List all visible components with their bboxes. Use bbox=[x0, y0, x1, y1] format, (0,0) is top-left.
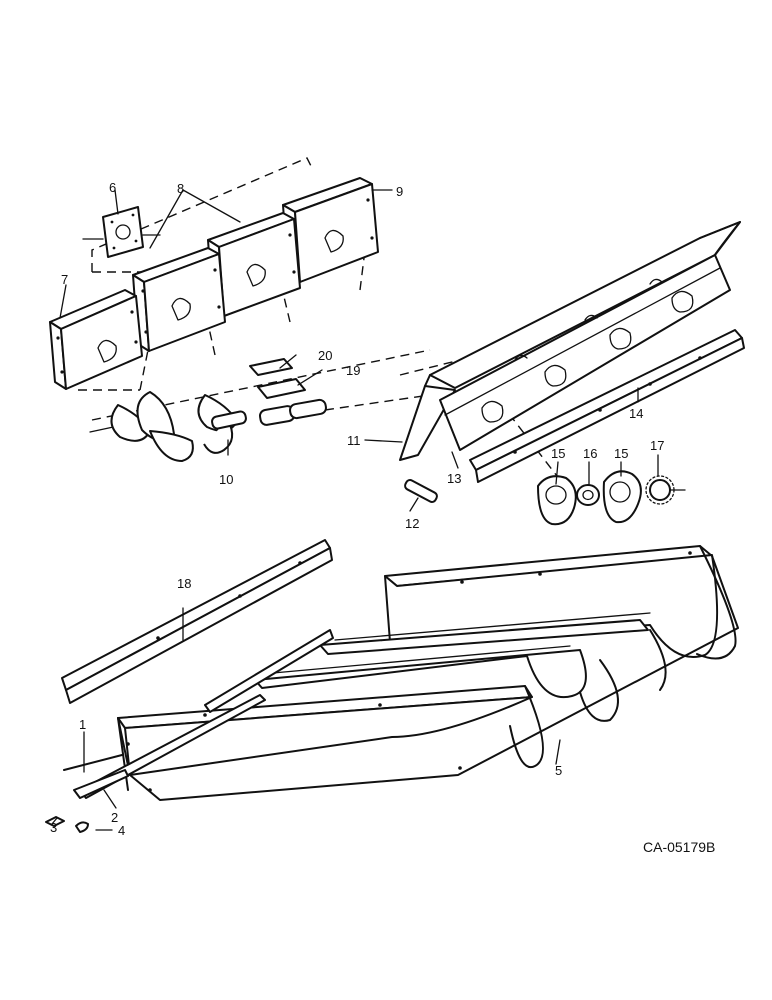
sprocket-17 bbox=[645, 475, 686, 505]
callout-15a: 15 bbox=[551, 446, 565, 461]
callout-5: 5 bbox=[555, 763, 562, 778]
callout-19: 19 bbox=[346, 363, 360, 378]
callout-20: 20 bbox=[318, 348, 332, 363]
drawing-code: CA-05179B bbox=[643, 839, 715, 855]
leader-lines bbox=[51, 189, 659, 831]
callout-18: 18 bbox=[177, 576, 191, 591]
auger-flighting-10 bbox=[89, 391, 247, 462]
callout-3: 3 bbox=[50, 820, 57, 835]
callout-12: 12 bbox=[405, 516, 419, 531]
bearing-16 bbox=[576, 484, 600, 506]
trough-pan-5 bbox=[79, 545, 739, 801]
bearing-flange-15a bbox=[537, 475, 577, 526]
bearing-plate-6 bbox=[82, 206, 161, 258]
callout-13: 13 bbox=[447, 471, 461, 486]
callout-17: 17 bbox=[650, 438, 664, 453]
bearing-flange-15b bbox=[602, 470, 642, 524]
cover-panel-8a bbox=[132, 247, 226, 352]
pin-12 bbox=[404, 479, 438, 503]
trough-housing bbox=[399, 221, 745, 483]
shim-19-20 bbox=[249, 358, 306, 399]
callout-10: 10 bbox=[219, 472, 233, 487]
auger-shaft bbox=[258, 398, 327, 426]
callout-1: 1 bbox=[79, 717, 86, 732]
callout-6: 6 bbox=[109, 180, 116, 195]
cover-panel-7 bbox=[49, 289, 143, 390]
angle-strip-18 bbox=[61, 539, 333, 704]
callout-2: 2 bbox=[111, 810, 118, 825]
callout-labels: 6 8 9 7 20 19 10 11 13 14 12 15 16 15 17… bbox=[50, 180, 715, 855]
callout-8: 8 bbox=[177, 181, 184, 196]
callout-7: 7 bbox=[61, 272, 68, 287]
callout-11: 11 bbox=[347, 433, 361, 448]
callout-15b: 15 bbox=[614, 446, 628, 461]
hardware-1-4 bbox=[45, 754, 129, 833]
callout-9: 9 bbox=[396, 184, 403, 199]
callout-4: 4 bbox=[118, 823, 125, 838]
callout-14: 14 bbox=[629, 406, 643, 421]
callout-16: 16 bbox=[583, 446, 597, 461]
cover-panel-8b bbox=[207, 212, 301, 317]
